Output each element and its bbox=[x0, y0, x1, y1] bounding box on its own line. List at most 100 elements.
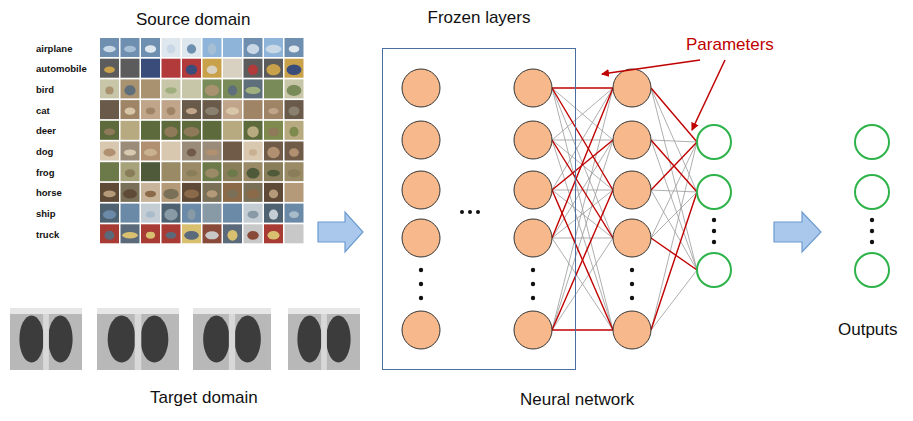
neuron bbox=[514, 219, 552, 257]
box-border bbox=[382, 48, 576, 370]
ellipsis-dot bbox=[468, 210, 472, 214]
thumbnail bbox=[121, 183, 140, 202]
section-heading: Neural network bbox=[520, 390, 634, 410]
thumbnail-subject bbox=[266, 64, 280, 75]
thumbnail-subject bbox=[103, 168, 117, 179]
connection-line bbox=[552, 140, 613, 330]
thumbnail-subject bbox=[143, 126, 159, 137]
thumbnail bbox=[264, 204, 283, 223]
shoulder bbox=[10, 308, 82, 314]
ellipsis-dot bbox=[712, 229, 716, 233]
image-grid bbox=[100, 38, 304, 243]
ellipsis-dot bbox=[460, 210, 464, 214]
connection-line bbox=[651, 142, 697, 330]
thumbnail bbox=[182, 224, 201, 243]
frozen-layers-box: Frozen layers bbox=[382, 8, 576, 370]
lung bbox=[48, 315, 72, 362]
ellipsis-dot bbox=[476, 210, 480, 214]
connection-line bbox=[552, 88, 613, 190]
connection-line bbox=[552, 140, 613, 190]
block-arrow bbox=[318, 212, 363, 252]
thumbnail bbox=[100, 79, 119, 98]
thumbnail-subject bbox=[143, 87, 159, 93]
thumbnail bbox=[121, 121, 140, 140]
thumbnail-subject bbox=[105, 86, 113, 94]
thumbnail-subject bbox=[205, 85, 219, 96]
connection-line bbox=[651, 142, 697, 238]
thumbnail bbox=[223, 100, 242, 119]
parameter-line bbox=[651, 238, 697, 270]
thumbnail bbox=[203, 38, 222, 57]
thumbnail bbox=[203, 59, 222, 78]
thumbnail bbox=[182, 121, 201, 140]
thumbnail bbox=[182, 142, 201, 161]
thumbnail-subject bbox=[125, 107, 136, 114]
parameter-line bbox=[651, 142, 697, 190]
output-neuron bbox=[697, 125, 731, 159]
class-name: ship bbox=[36, 208, 56, 219]
connection-line bbox=[552, 88, 613, 330]
class-name: cat bbox=[36, 105, 50, 116]
thumbnail bbox=[244, 204, 263, 223]
thumbnail-subject bbox=[226, 107, 239, 115]
thumbnail-subject bbox=[228, 85, 237, 95]
callout-label: Parameters bbox=[686, 35, 774, 55]
thumbnail bbox=[285, 204, 304, 223]
thumbnail-subject bbox=[166, 232, 177, 239]
thumbnail bbox=[121, 38, 140, 57]
neuron bbox=[402, 69, 440, 107]
thumbnail bbox=[244, 224, 263, 243]
thumbnail-subject bbox=[145, 45, 156, 53]
thumbnail bbox=[141, 224, 160, 243]
thumbnail bbox=[203, 204, 222, 223]
thumbnail bbox=[264, 224, 283, 243]
thumbnail-subject bbox=[146, 211, 155, 218]
connection-line bbox=[552, 88, 613, 238]
neuron bbox=[402, 171, 440, 209]
thumbnail bbox=[182, 183, 201, 202]
thumbnail-subject bbox=[225, 65, 240, 74]
ellipsis-dot bbox=[870, 218, 874, 222]
class-name: airplane bbox=[36, 43, 72, 54]
section-heading: Source domain bbox=[136, 10, 250, 30]
thumbnail bbox=[100, 38, 119, 57]
xray bbox=[193, 308, 271, 370]
thumbnail bbox=[285, 142, 304, 161]
ellipsis-dot bbox=[630, 296, 634, 300]
connection-line bbox=[552, 140, 613, 330]
block-arrow bbox=[774, 212, 821, 252]
connection-line bbox=[552, 88, 613, 140]
parameter-line bbox=[552, 88, 613, 238]
output-neuron bbox=[697, 253, 731, 287]
thumbnail bbox=[121, 100, 140, 119]
thumbnail-subject bbox=[123, 189, 137, 198]
thumbnail bbox=[182, 162, 201, 181]
thumbnail-subject bbox=[247, 126, 259, 137]
thumbnail bbox=[162, 100, 181, 119]
thumbnail-subject bbox=[249, 149, 257, 155]
thumbnail bbox=[162, 183, 181, 202]
spine bbox=[229, 308, 235, 370]
thumbnail-subject bbox=[165, 87, 177, 94]
thumbnail bbox=[182, 38, 201, 57]
thumbnail-subject bbox=[287, 232, 301, 239]
thumbnail-subject bbox=[227, 43, 239, 55]
thumbnail bbox=[264, 121, 283, 140]
thumbnail-subject bbox=[146, 108, 155, 115]
thumbnail bbox=[244, 100, 263, 119]
lung bbox=[326, 315, 350, 362]
thumbnail bbox=[264, 162, 283, 181]
connection-line bbox=[651, 190, 697, 270]
thumbnail-subject bbox=[268, 231, 280, 240]
parameter-line bbox=[552, 329, 613, 330]
output-neuron bbox=[855, 125, 889, 159]
thumbnail bbox=[121, 79, 140, 98]
ellipsis-dot bbox=[419, 296, 423, 300]
thumbnail-subject bbox=[187, 148, 196, 156]
thumbnail bbox=[223, 183, 242, 202]
thumbnail-subject bbox=[208, 126, 217, 138]
thumbnail bbox=[264, 79, 283, 98]
thumbnail bbox=[244, 79, 263, 98]
thumbnail-subject bbox=[267, 147, 279, 158]
thumbnail bbox=[285, 183, 304, 202]
